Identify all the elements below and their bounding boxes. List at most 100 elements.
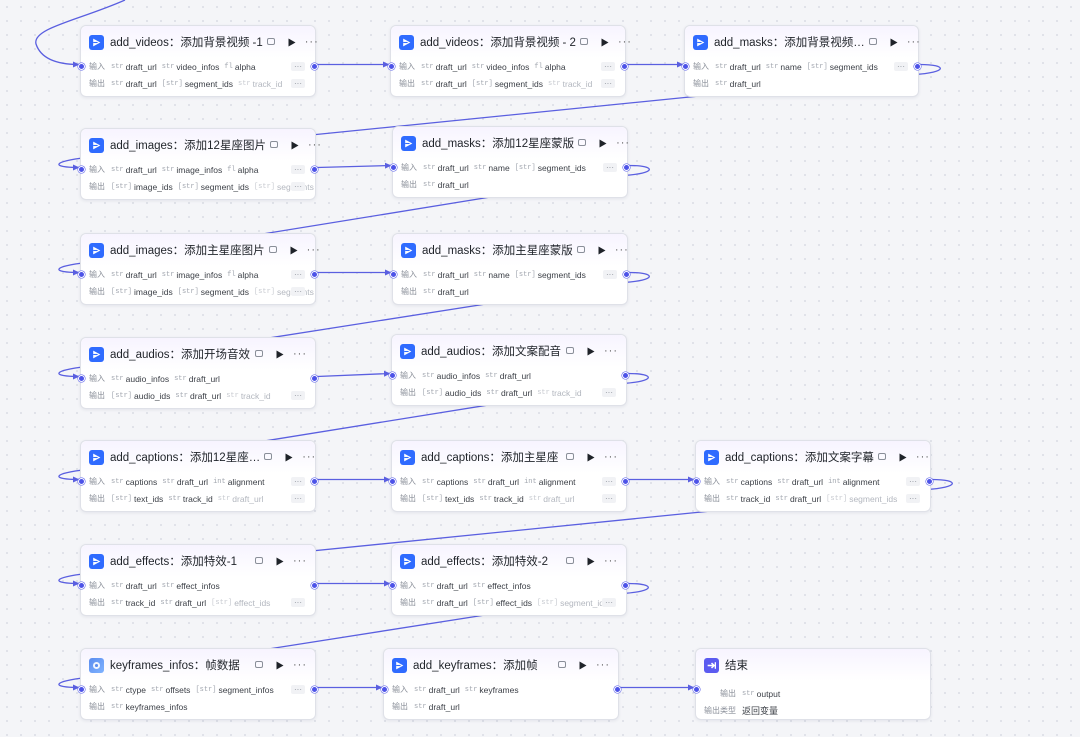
node-header[interactable]: add_captions：添加文案字幕··· (696, 441, 930, 473)
run-node-button[interactable] (273, 347, 287, 361)
input-port[interactable] (78, 478, 85, 485)
input-port[interactable] (693, 686, 700, 693)
run-node-button[interactable] (273, 658, 287, 672)
node-header[interactable]: add_audios：添加文案配音··· (392, 335, 626, 367)
run-node-button[interactable] (287, 243, 301, 257)
node-header[interactable]: add_captions：添加主星座··· (392, 441, 626, 473)
more-options-button[interactable]: ··· (604, 450, 618, 463)
output-port[interactable] (311, 271, 318, 278)
input-port[interactable] (389, 478, 396, 485)
input-port[interactable] (78, 166, 85, 173)
run-node-button[interactable] (896, 450, 910, 464)
more-options-button[interactable]: ··· (616, 136, 631, 149)
input-port[interactable] (78, 271, 85, 278)
more-options-button[interactable]: ··· (307, 138, 322, 151)
input-port[interactable] (78, 686, 85, 693)
node-header[interactable]: add_masks：添加12星座蒙版··· (393, 127, 631, 159)
output-port[interactable] (621, 63, 628, 70)
input-port[interactable] (389, 372, 396, 379)
output-port[interactable] (622, 478, 629, 485)
run-node-button[interactable] (887, 35, 901, 49)
more-options-button[interactable]: ··· (293, 658, 307, 671)
output-port[interactable] (623, 164, 630, 171)
input-port[interactable] (78, 582, 85, 589)
output-port[interactable] (311, 686, 318, 693)
input-port[interactable] (390, 164, 397, 171)
input-port[interactable] (693, 478, 700, 485)
more-options-button[interactable]: ··· (306, 243, 321, 256)
input-port[interactable] (390, 271, 397, 278)
node-header[interactable]: add_masks：添加主星座蒙版··· (393, 234, 629, 266)
output-port[interactable] (623, 271, 630, 278)
output-port[interactable] (311, 63, 318, 70)
node-header[interactable]: add_effects：添加特效-1··· (81, 545, 315, 577)
more-options-button[interactable]: ··· (614, 243, 629, 256)
output-port[interactable] (914, 63, 921, 70)
node-header[interactable]: add_masks：添加背景视频…··· (685, 26, 921, 58)
run-node-button[interactable] (595, 243, 609, 257)
output-port[interactable] (311, 582, 318, 589)
output-port[interactable] (926, 478, 933, 485)
node-header[interactable]: add_videos：添加背景视频 -1··· (81, 26, 318, 58)
input-port[interactable] (78, 375, 85, 382)
more-options-button[interactable]: ··· (304, 35, 319, 48)
input-port[interactable] (388, 63, 395, 70)
run-node-button[interactable] (584, 554, 598, 568)
more-options-button[interactable]: ··· (293, 347, 307, 360)
run-node-button[interactable] (576, 658, 590, 672)
input-port[interactable] (78, 63, 85, 70)
output-port[interactable] (311, 478, 318, 485)
node-header[interactable]: add_videos：添加背景视频 - 2··· (391, 26, 631, 58)
run-node-button[interactable] (596, 136, 610, 150)
node-header[interactable]: add_images：添加主星座图片··· (81, 234, 320, 266)
output-port[interactable] (614, 686, 621, 693)
node-header[interactable]: add_images：添加12星座图片··· (81, 129, 321, 161)
more-options-button[interactable]: ··· (906, 35, 921, 48)
input-port[interactable] (381, 686, 388, 693)
more-options-button[interactable]: ··· (604, 554, 618, 567)
more-options-button[interactable]: ··· (293, 554, 307, 567)
more-options-button[interactable]: ··· (302, 450, 317, 463)
output-port[interactable] (622, 372, 629, 379)
run-node-button[interactable] (285, 35, 299, 49)
run-node-button[interactable] (598, 35, 612, 49)
more-options-button[interactable]: ··· (604, 344, 618, 357)
more-options-button[interactable]: ··· (915, 450, 930, 463)
output-port[interactable] (311, 166, 318, 173)
node-header[interactable]: 结束 (696, 649, 930, 681)
param-type: fl (227, 270, 236, 279)
node-header[interactable]: add_effects：添加特效-2··· (392, 545, 626, 577)
run-node-button[interactable] (282, 450, 296, 464)
output-port[interactable] (622, 582, 629, 589)
output-port[interactable] (311, 375, 318, 382)
run-node-button[interactable] (288, 138, 302, 152)
run-node-button[interactable] (273, 554, 287, 568)
run-node-button[interactable] (584, 450, 598, 464)
run-node-button[interactable] (584, 344, 598, 358)
input-port[interactable] (389, 582, 396, 589)
node-header[interactable]: add_keyframes：添加帧··· (384, 649, 618, 681)
more-options-button[interactable]: ··· (596, 658, 610, 671)
node-header[interactable]: add_captions：添加12星座…··· (81, 441, 315, 473)
more-options-button[interactable]: ··· (617, 35, 632, 48)
node-header[interactable]: keyframes_infos：帧数据··· (81, 649, 315, 681)
input-port[interactable] (682, 63, 689, 70)
node-header[interactable]: add_audios：添加开场音效··· (81, 338, 315, 370)
